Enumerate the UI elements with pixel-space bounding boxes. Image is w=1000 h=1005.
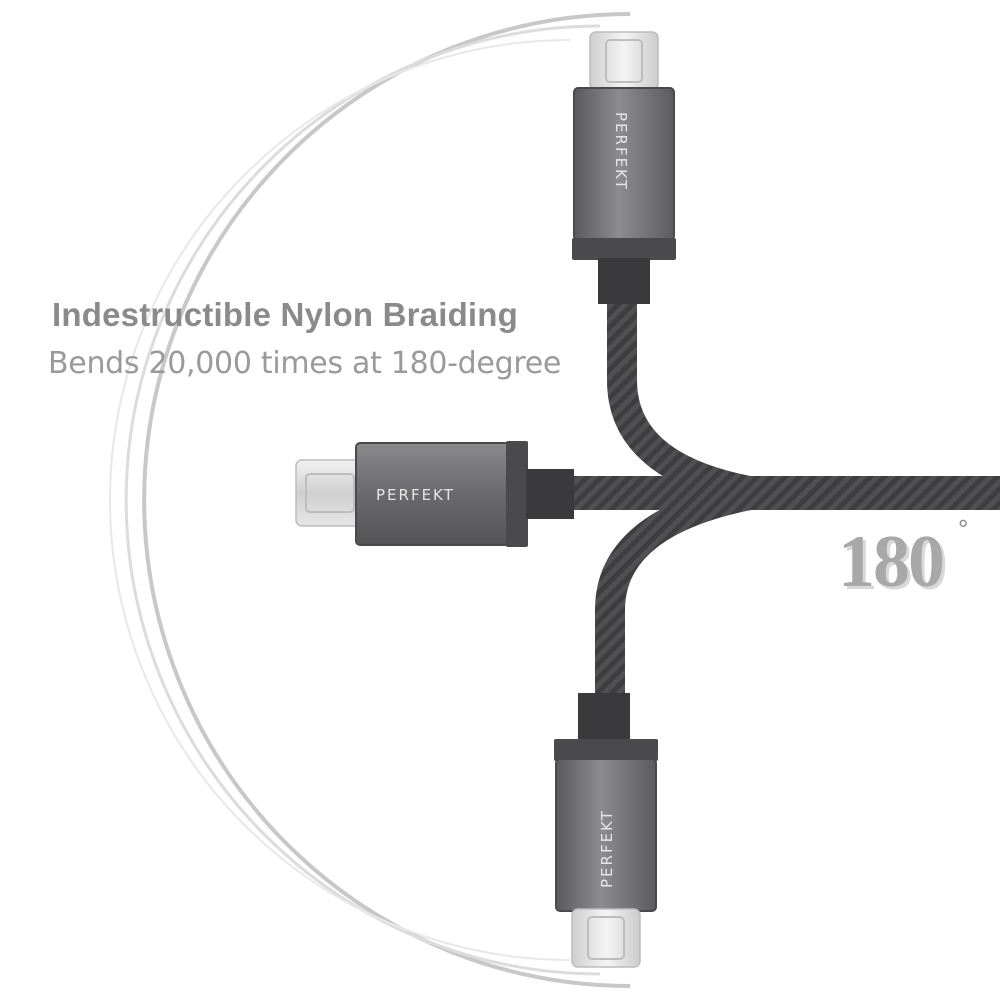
top-connector: PERFEKT xyxy=(572,31,676,304)
bend-angle-number: 180 xyxy=(838,521,945,603)
middle-connector-brand: PERFEKT xyxy=(376,486,455,504)
degree-symbol: ° xyxy=(958,514,969,544)
top-connector-brand: PERFEKT xyxy=(612,112,630,191)
cable-lower-bend xyxy=(595,478,763,695)
headline: Indestructible Nylon Braiding xyxy=(52,296,519,333)
cable-horizontal xyxy=(570,476,1000,510)
middle-connector: PERFEKT xyxy=(295,441,574,547)
bottom-connector-brand: PERFEKT xyxy=(598,809,616,888)
cable-upper-bend xyxy=(607,300,763,508)
bend-motion-arcs xyxy=(109,12,631,988)
bottom-connector: PERFEKT xyxy=(554,693,658,968)
subheadline: Bends 20,000 times at 180-degree xyxy=(48,346,562,381)
